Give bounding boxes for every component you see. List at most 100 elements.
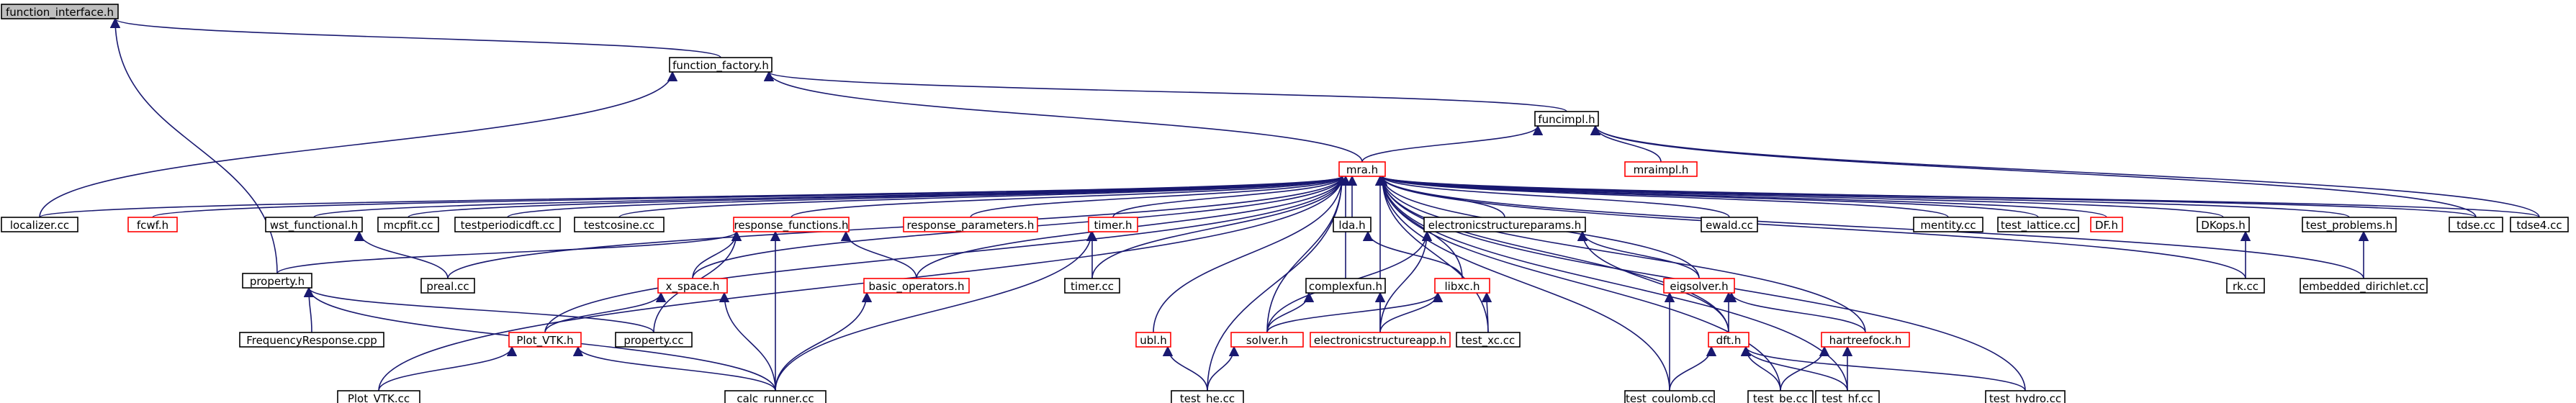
edge-function_factory-to-function_interface — [110, 17, 721, 58]
edge-dft-to-mra — [1377, 175, 1729, 333]
node-libxc[interactable]: libxc.h — [1434, 278, 1490, 294]
node-box-mra — [1338, 161, 1386, 177]
edge-mra-to-function_factory — [763, 71, 1363, 163]
node-label-DKops: DKops.h — [2201, 219, 2245, 232]
edge-Plot_VTK_h-to-mra — [544, 175, 1348, 333]
node-test_coulomb[interactable]: test_coulomb.cc — [1624, 390, 1715, 403]
node-complexfun[interactable]: complexfun.h — [1305, 278, 1386, 294]
edge-libxc-to-lda — [1362, 230, 1463, 279]
node-box-test_lattice — [1997, 217, 2079, 232]
node-x_space[interactable]: x_space.h — [657, 278, 728, 294]
node-box-testperiodicdft — [454, 217, 561, 232]
node-hartreefock[interactable]: hartreefock.h — [1821, 332, 1910, 348]
node-mraimpl[interactable]: mraimpl.h — [1624, 161, 1698, 177]
node-timer_cc[interactable]: timer.cc — [1064, 278, 1120, 294]
node-calc_runner[interactable]: calc_runner.cc — [724, 390, 827, 403]
node-rk[interactable]: rk.cc — [2226, 278, 2265, 294]
node-test_problems[interactable]: test_problems.h — [2302, 217, 2397, 232]
node-box-localizer — [1, 217, 78, 232]
node-testperiodicdft[interactable]: testperiodicdft.cc — [454, 217, 561, 232]
node-wst_functional[interactable]: wst_functional.h — [265, 217, 363, 232]
node-Plot_VTK_cc[interactable]: Plot_VTK.cc — [337, 390, 420, 403]
node-DF[interactable]: DF.h — [2090, 217, 2123, 232]
edge-test_be-to-mra — [1377, 175, 1781, 391]
node-test_he[interactable]: test_he.cc — [1171, 390, 1244, 403]
edge-mentity-to-mra — [1377, 175, 1949, 218]
node-test_xc[interactable]: test_xc.cc — [1456, 332, 1521, 348]
node-electronicstructureapp[interactable]: electronicstructureapp.h — [1310, 332, 1451, 348]
node-function_interface[interactable]: function_interface.h — [1, 4, 119, 19]
node-localizer[interactable]: localizer.cc — [1, 217, 78, 232]
node-test_hf[interactable]: test_hf.cc — [1815, 390, 1880, 403]
edge-test_he-to-mra — [1207, 175, 1348, 391]
edge-embedded_dirichlet-to-mra — [1377, 175, 2364, 279]
node-response_functions[interactable]: response_functions.h — [733, 217, 850, 232]
node-response_parameters[interactable]: response_parameters.h — [903, 217, 1038, 232]
node-test_be[interactable]: test_be.cc — [1747, 390, 1814, 403]
node-mentity[interactable]: mentity.cc — [1913, 217, 1983, 232]
node-test_hydro[interactable]: test_hydro.cc — [1985, 390, 2066, 403]
edge-tdse4-to-funcimpl — [1590, 124, 2540, 218]
node-label-test_coulomb: test_coulomb.cc — [1626, 392, 1713, 403]
edge-funcimpl-to-function_factory — [764, 71, 1567, 112]
node-box-Plot_VTK_h — [508, 332, 582, 348]
node-electronicstructureparams[interactable]: electronicstructureparams.h — [1423, 217, 1586, 232]
node-tdse[interactable]: tdse.cc — [2449, 217, 2503, 232]
edge-preal-to-wst_functional — [353, 230, 449, 279]
node-mcpfit[interactable]: mcpfit.cc — [377, 217, 439, 232]
node-mra[interactable]: mra.h — [1338, 161, 1386, 177]
node-basic_operators[interactable]: basic_operators.h — [863, 278, 970, 294]
node-label-localizer: localizer.cc — [10, 219, 69, 232]
node-label-electronicstructureapp: electronicstructureapp.h — [1314, 334, 1446, 347]
node-solver[interactable]: solver.h — [1230, 332, 1304, 348]
node-embedded_dirichlet[interactable]: embedded_dirichlet.cc — [2300, 278, 2428, 294]
node-preal[interactable]: preal.cc — [420, 278, 475, 294]
edge-test_coulomb-to-mra — [1377, 175, 1670, 391]
edge-electronicstructureapp-to-libxc — [1379, 291, 1444, 333]
node-box-timer — [1088, 217, 1138, 232]
edge-eigsolver-to-electronicstructureparams — [1577, 230, 1700, 279]
node-Plot_VTK_h[interactable]: Plot_VTK.h — [508, 332, 582, 348]
node-box-testcosine — [574, 217, 665, 232]
node-eigsolver[interactable]: eigsolver.h — [1663, 278, 1735, 294]
node-timer[interactable]: timer.h — [1088, 217, 1138, 232]
node-label-test_problems: test_problems.h — [2306, 219, 2392, 232]
edge-property_cc-to-property — [304, 286, 654, 333]
node-FrequencyResponse[interactable]: FrequencyResponse.cpp — [239, 332, 384, 348]
edge-test_he-to-solver — [1207, 345, 1240, 391]
node-lda[interactable]: lda.h — [1333, 217, 1372, 232]
node-box-timer_cc — [1064, 278, 1120, 294]
node-funcimpl[interactable]: funcimpl.h — [1534, 111, 1599, 127]
node-label-tdse: tdse.cc — [2456, 219, 2495, 232]
edge-test_problems-to-mra — [1377, 175, 2350, 218]
node-tdse4[interactable]: tdse4.cc — [2510, 217, 2569, 232]
edge-calc_runner-to-basic_operators — [775, 291, 873, 391]
node-box-ubl — [1135, 332, 1171, 348]
node-function_factory[interactable]: function_factory.h — [669, 57, 773, 73]
node-label-testcosine: testcosine.cc — [584, 219, 654, 232]
node-label-eigsolver: eigsolver.h — [1670, 280, 1728, 293]
node-property_cc[interactable]: property.cc — [615, 332, 693, 348]
edge-timer-to-mra — [1112, 175, 1348, 218]
edge-fcwf-to-mra — [152, 175, 1347, 218]
node-DKops[interactable]: DKops.h — [2197, 217, 2250, 232]
node-label-electronicstructureparams: electronicstructureparams.h — [1428, 219, 1582, 232]
node-label-test_hf: test_hf.cc — [1821, 392, 1873, 403]
node-box-electronicstructureapp — [1310, 332, 1451, 348]
node-fcwf[interactable]: fcwf.h — [127, 217, 178, 232]
node-label-test_hydro: test_hydro.cc — [1989, 392, 2061, 403]
node-box-property — [242, 273, 312, 289]
node-label-rk: rk.cc — [2233, 280, 2258, 293]
node-property[interactable]: property.h — [242, 273, 312, 289]
edge-timer_cc-to-mra — [1091, 175, 1348, 279]
node-label-hartreefock: hartreefock.h — [1829, 334, 1902, 347]
edge-basic_operators-to-response_functions — [840, 230, 917, 279]
node-testcosine[interactable]: testcosine.cc — [574, 217, 665, 232]
node-box-property_cc — [615, 332, 693, 348]
node-ewald[interactable]: ewald.cc — [1701, 217, 1758, 232]
node-test_lattice[interactable]: test_lattice.cc — [1997, 217, 2079, 232]
node-box-FrequencyResponse — [239, 332, 384, 348]
node-dft[interactable]: dft.h — [1708, 332, 1749, 348]
node-ubl[interactable]: ubl.h — [1135, 332, 1171, 348]
edge-ubl-to-mra — [1153, 175, 1348, 333]
